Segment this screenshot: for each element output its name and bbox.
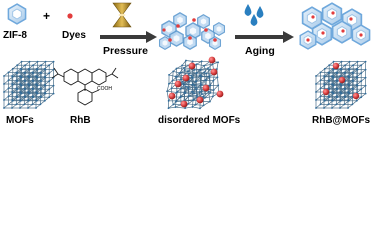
water-drops-icon xyxy=(244,4,264,26)
label-aging: Aging xyxy=(245,45,275,57)
cooh-group-label: COOH xyxy=(97,86,112,92)
arrow-icon xyxy=(100,31,157,43)
hexagon-crystal-icon xyxy=(7,3,27,25)
lattice-icon-disordered xyxy=(166,56,224,110)
synthesis-scheme: ZIF-8 + Dyes Pressure Aging COOH MOFs Rh… xyxy=(3,2,371,126)
pressure-anvil-icon xyxy=(112,2,132,28)
scheme-graphics xyxy=(3,2,371,110)
label-mofs: MOFs xyxy=(6,115,34,126)
dye-dot-icon xyxy=(67,13,73,19)
label-zif8: ZIF-8 xyxy=(3,30,27,41)
label-dyes: Dyes xyxy=(62,30,86,41)
label-disordered-mofs: disordered MOFs xyxy=(158,115,241,126)
compressed-cluster xyxy=(158,12,226,50)
rhb-molecule-icon xyxy=(51,67,119,106)
arrow-icon-2 xyxy=(235,31,294,43)
lattice-icon-mofs xyxy=(3,60,55,109)
lattice-icon-rhb xyxy=(315,60,367,109)
label-rhb: RhB xyxy=(70,115,91,126)
plus-sign: + xyxy=(43,9,51,23)
aged-aggregate xyxy=(299,2,371,50)
label-pressure: Pressure xyxy=(103,45,148,57)
label-rhb-at-mofs: RhB@MOFs xyxy=(312,115,371,126)
